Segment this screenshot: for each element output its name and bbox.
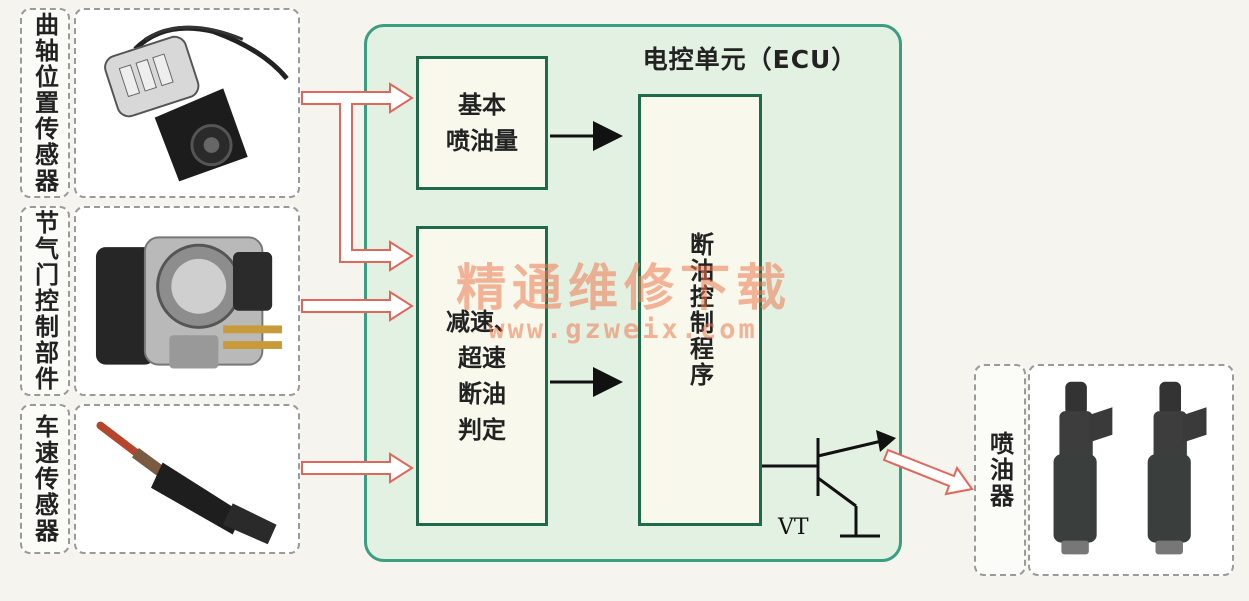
decel-cutoff-judge-label: 减速、 超速 断油 判定 — [446, 308, 518, 444]
speed-sensor-label: 车速传感器 — [30, 414, 59, 544]
crank-sensor-label-box: 曲轴位置传感器 — [20, 8, 70, 198]
throttle-unit-photo — [74, 206, 300, 396]
watermark-url: www.gzweix.com — [488, 313, 758, 345]
throttle-body-icon — [95, 236, 282, 369]
base-injection-block: 基本 喷油量 — [416, 56, 548, 190]
crank-sensor-icon — [104, 25, 289, 182]
throttle-unit-label-box: 节气门控制部件 — [20, 206, 70, 396]
crank-sensor-label: 曲轴位置传感器 — [30, 12, 59, 194]
fuel-cut-program-block: 断油控制程序 — [638, 94, 762, 526]
injector-label-box: 喷油器 — [974, 364, 1026, 576]
transistor-label: VT — [778, 514, 809, 540]
decel-cutoff-judge-block: 减速、 超速 断油 判定 — [416, 226, 548, 526]
ecu-title: 电控单元（ECU） — [642, 45, 858, 74]
injector-label: 喷油器 — [985, 431, 1014, 509]
speed-sensor-icon — [96, 421, 277, 545]
throttle-unit-label: 节气门控制部件 — [30, 210, 59, 392]
speed-sensor-label-box: 车速传感器 — [20, 404, 70, 554]
fuel-injector-icon — [1053, 381, 1207, 555]
watermark-text: 精通维修下载 — [456, 259, 792, 317]
crank-sensor-photo — [74, 8, 300, 198]
speed-sensor-photo — [74, 404, 300, 554]
fuel-cut-program-label: 断油控制程序 — [685, 232, 714, 388]
injector-photo — [1028, 364, 1234, 576]
base-injection-label: 基本 喷油量 — [446, 91, 518, 155]
